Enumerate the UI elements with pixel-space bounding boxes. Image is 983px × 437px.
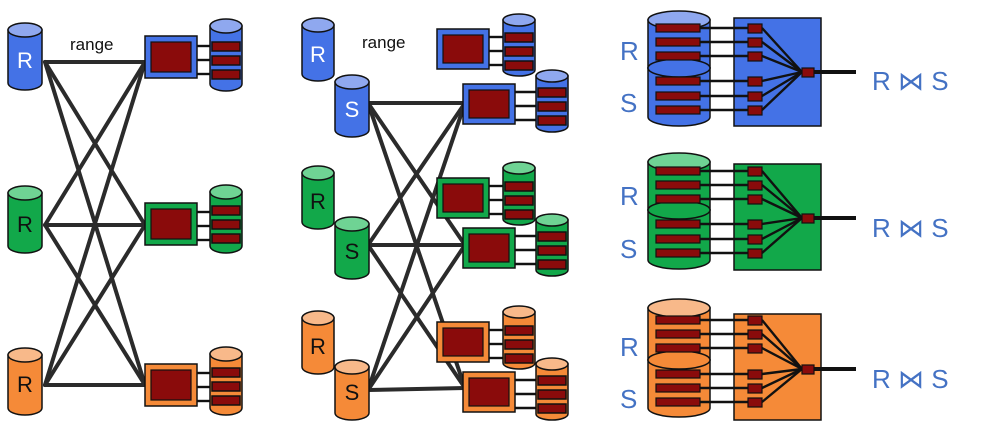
local-join-row-green: R S <box>620 152 949 271</box>
local-join-row-blue: R S <box>620 10 949 127</box>
processor-node-green <box>144 184 243 254</box>
cylinder-s-orange: S <box>334 359 370 421</box>
cylinder-r-orange: R <box>301 310 335 375</box>
s-label: S <box>620 88 637 118</box>
r-label: R <box>620 332 639 362</box>
join-result-label: R ⋈ S <box>872 213 949 243</box>
processor-node-s-orange <box>462 357 569 421</box>
processor-node-blue <box>144 18 243 92</box>
range-label: range <box>362 33 405 52</box>
cylinder-r-blue: R <box>7 22 43 91</box>
cylinder-label: S <box>345 97 360 122</box>
cylinder-r-orange: R <box>7 347 43 416</box>
panel-1-wires <box>43 60 147 387</box>
panel-2: R S R S R S ran <box>301 13 569 421</box>
r-label: R <box>620 181 639 211</box>
cylinder-s-green: S <box>334 216 370 280</box>
cylinder-label: R <box>310 334 326 359</box>
cylinder-label: R <box>17 48 33 73</box>
processor-node-r-orange <box>436 305 536 370</box>
processor-node-s-blue <box>462 69 569 133</box>
r-label: R <box>620 36 639 66</box>
s-label: S <box>620 384 637 414</box>
processor-node-s-green <box>462 213 569 277</box>
cylinder-r-green: R <box>7 185 43 254</box>
join-result-label: R ⋈ S <box>872 364 949 394</box>
cylinder-label: R <box>310 189 326 214</box>
processor-node-r-blue <box>436 13 536 77</box>
cylinder-label: R <box>17 372 33 397</box>
panel-3: R S <box>620 10 949 421</box>
panel-2-wires <box>366 101 467 392</box>
panel-1: R R R range <box>7 18 243 416</box>
processor-node-r-green <box>436 161 536 226</box>
cylinder-r-blue: R <box>301 17 335 82</box>
cylinder-label: R <box>17 212 33 237</box>
cylinder-label: R <box>310 42 326 67</box>
cylinder-r-green: R <box>301 165 335 230</box>
cylinder-s-blue: S <box>334 74 370 138</box>
cylinder-label: S <box>345 380 360 405</box>
s-label: S <box>620 234 637 264</box>
join-result-label: R ⋈ S <box>872 66 949 96</box>
cylinder-label: S <box>345 239 360 264</box>
range-label: range <box>70 35 113 54</box>
processor-node-orange <box>144 346 243 416</box>
local-join-row-orange: R S <box>620 298 949 421</box>
